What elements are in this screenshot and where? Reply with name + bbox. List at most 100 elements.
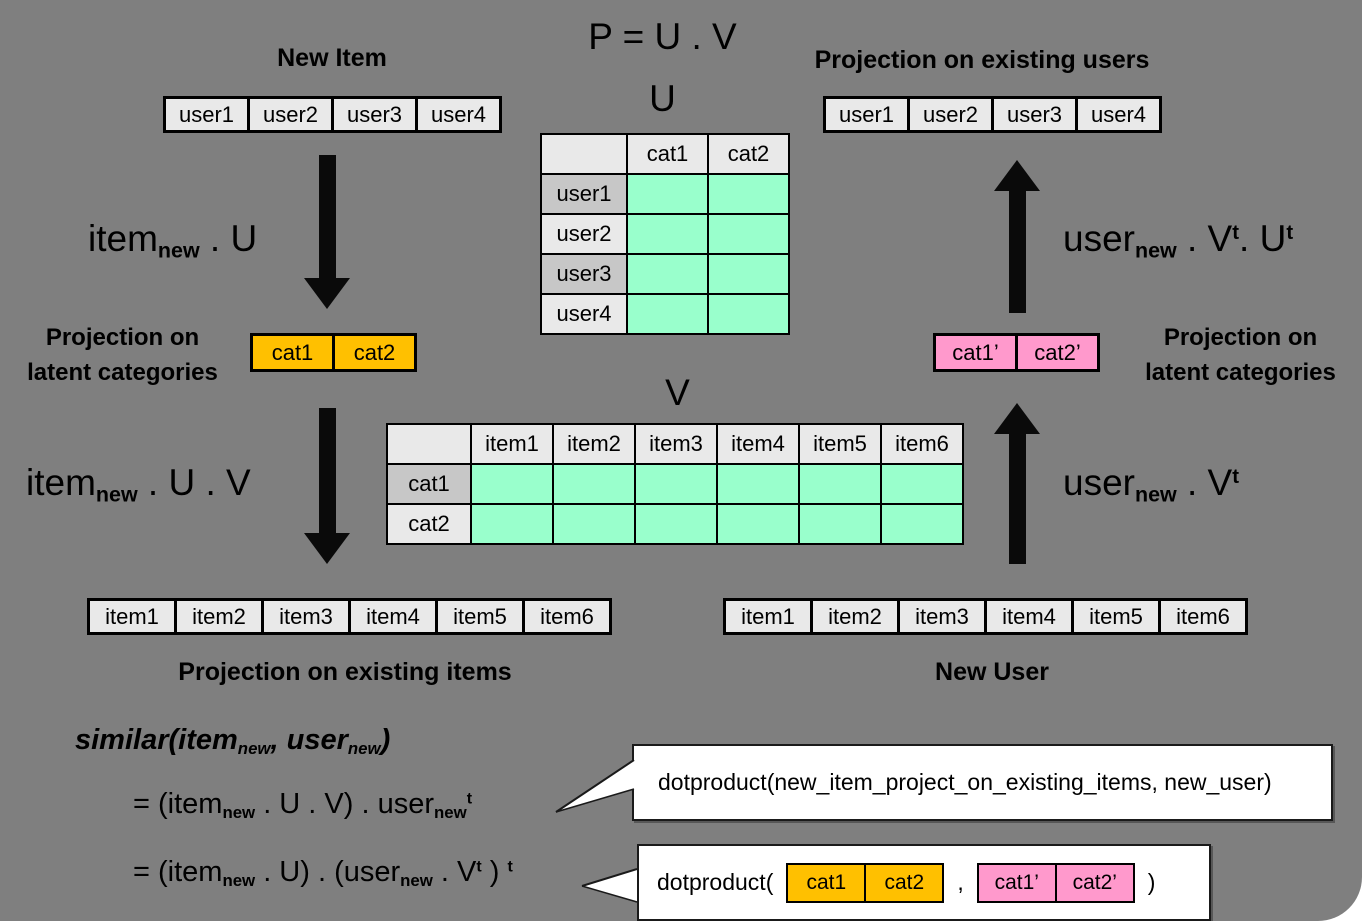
item-cell: item6 — [525, 601, 609, 632]
corner-cell — [388, 425, 470, 463]
value-cell — [709, 255, 788, 293]
corner-cell — [542, 135, 626, 173]
arrow-up-icon — [994, 160, 1040, 313]
latent-cat-cell: cat2 — [335, 336, 414, 369]
callout-dotproduct-items: dotproduct(new_item_project_on_existing_… — [632, 744, 1333, 821]
value-cell — [472, 505, 552, 543]
value-cell — [800, 505, 880, 543]
callout-tail-icon — [581, 868, 638, 903]
value-cell — [554, 465, 634, 503]
col-header-cell: item2 — [554, 425, 634, 463]
item-cell: item6 — [1161, 601, 1245, 632]
col-header-cell: item4 — [718, 425, 798, 463]
latent-cat-cell: cat2’ — [1018, 336, 1097, 369]
value-cell — [554, 505, 634, 543]
arrow-down-icon — [304, 155, 350, 309]
col-header-cell: item5 — [800, 425, 880, 463]
value-cell — [709, 295, 788, 333]
equation-2: = (itemnew . U) . (usernew . Vt ) t — [133, 856, 513, 891]
col-header-cell: item6 — [882, 425, 962, 463]
row-header-cell: user4 — [542, 295, 626, 333]
new-user-label: New User — [935, 658, 1049, 686]
new-item-cell: user2 — [250, 99, 331, 130]
new-item-title: New Item — [277, 44, 387, 72]
item-cell: item2 — [177, 601, 261, 632]
row-header-cell: user1 — [542, 175, 626, 213]
item-cell: item2 — [813, 601, 897, 632]
latent-cat-cell: cat1’ — [936, 336, 1015, 369]
u-matrix-label: U — [649, 78, 676, 119]
new-item-cell: user3 — [334, 99, 415, 130]
equation-1: = (itemnew . U . V) . usernewt — [133, 788, 473, 823]
new-item-cell: user4 — [418, 99, 499, 130]
latent-cat-cell: cat1’ — [978, 864, 1055, 901]
callout-dotproduct-cats: dotproduct( cat1 cat2 , cat1’ cat2’ ) — [637, 844, 1211, 921]
callout-orange-row: cat1 cat2 — [786, 862, 945, 903]
col-header-cell: cat1 — [628, 135, 707, 173]
callout-tail-icon — [555, 759, 635, 813]
item-cell: item1 — [90, 601, 174, 632]
new-user-row: item1 item2 item3 item4 item5 item6 — [723, 598, 1248, 635]
row-header-cell: cat1 — [388, 465, 470, 503]
callout-comma: , — [957, 869, 964, 895]
item-cell: item5 — [1074, 601, 1158, 632]
formula-user-vt-ut: usernew . Vt. Ut — [1063, 218, 1294, 263]
user-cell: user3 — [994, 99, 1075, 130]
existing-users-row: user1 user2 user3 user4 — [823, 96, 1162, 133]
value-cell — [628, 295, 707, 333]
callout-pink-row: cat1’ cat2’ — [976, 862, 1135, 903]
value-cell — [636, 465, 716, 503]
formula-p-uv: P = U . V — [588, 16, 737, 57]
projection-latent-right-label: Projection on latent categories — [1145, 324, 1336, 386]
item-cell: item3 — [900, 601, 984, 632]
arrow-up-icon — [994, 403, 1040, 564]
value-cell — [628, 215, 707, 253]
item-cell: item4 — [987, 601, 1071, 632]
item-cell: item3 — [264, 601, 348, 632]
value-cell — [636, 505, 716, 543]
latent-cat-cell: cat1 — [253, 336, 332, 369]
formula-user-vt: usernew . Vt — [1063, 462, 1240, 507]
item-cell: item4 — [351, 601, 435, 632]
value-cell — [800, 465, 880, 503]
row-header-cell: user3 — [542, 255, 626, 293]
v-matrix: item1 item2 item3 item4 item5 item6 cat1… — [386, 423, 964, 545]
u-matrix: cat1 cat2 user1 user2 user3 user4 — [540, 133, 790, 335]
projection-existing-users-title: Projection on existing users — [814, 46, 1150, 74]
value-cell — [628, 255, 707, 293]
existing-items-row: item1 item2 item3 item4 item5 item6 — [87, 598, 612, 635]
similar-equation-title: similar(itemnew, usernew) — [75, 724, 391, 759]
col-header-cell: item1 — [472, 425, 552, 463]
value-cell — [882, 505, 962, 543]
formula-item-u: itemnew . U — [88, 218, 258, 263]
new-item-row: user1 user2 user3 user4 — [163, 96, 502, 133]
callout-prefix: dotproduct( — [657, 869, 774, 895]
value-cell — [718, 465, 798, 503]
latent-categories-row-pink: cat1’ cat2’ — [933, 333, 1100, 372]
row-header-cell: cat2 — [388, 505, 470, 543]
latent-cat-cell: cat1 — [788, 864, 865, 901]
item-cell: item5 — [438, 601, 522, 632]
callout-suffix: ) — [1147, 869, 1156, 895]
item-cell: item1 — [726, 601, 810, 632]
value-cell — [709, 175, 788, 213]
col-header-cell: item3 — [636, 425, 716, 463]
new-item-cell: user1 — [166, 99, 247, 130]
user-cell: user1 — [826, 99, 907, 130]
user-cell: user2 — [910, 99, 991, 130]
formula-item-u-v: itemnew . U . V — [26, 462, 251, 507]
callout-text: dotproduct(new_item_project_on_existing_… — [658, 769, 1272, 795]
projection-existing-items-label: Projection on existing items — [178, 658, 512, 686]
value-cell — [882, 465, 962, 503]
value-cell — [628, 175, 707, 213]
row-header-cell: user2 — [542, 215, 626, 253]
col-header-cell: cat2 — [709, 135, 788, 173]
value-cell — [718, 505, 798, 543]
latent-cat-cell: cat2 — [866, 864, 943, 901]
latent-categories-row-orange: cat1 cat2 — [250, 333, 417, 372]
latent-cat-cell: cat2’ — [1056, 864, 1133, 901]
arrow-down-icon — [304, 408, 350, 564]
projection-latent-left-label: Projection on latent categories — [27, 324, 218, 386]
user-cell: user4 — [1078, 99, 1159, 130]
